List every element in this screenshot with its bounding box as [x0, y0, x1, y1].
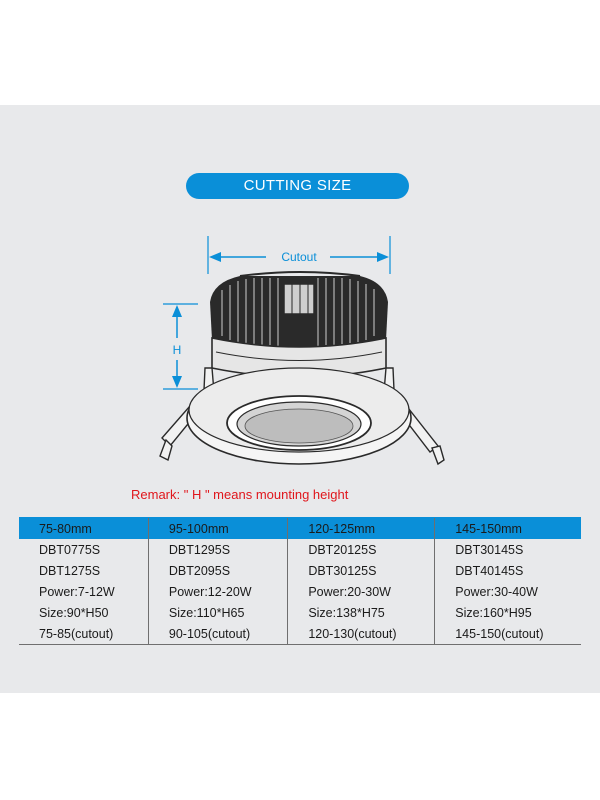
table-header-row: 75-80mm 95-100mm 120-125mm 145-150mm — [19, 517, 581, 539]
table-cell: 145-150(cutout) — [434, 623, 581, 645]
table-row: Size:90*H50 Size:110*H65 Size:138*H75 Si… — [19, 602, 581, 623]
heat-sink-icon — [210, 271, 388, 348]
table-cell: DBT30145S — [434, 539, 581, 560]
table-cell: Power:7-12W — [39, 584, 115, 599]
table-cell: Size:90*H50 — [39, 605, 109, 620]
remark-text: Remark: " H " means mounting height — [131, 487, 349, 502]
table-row: 75-85(cutout) 90-105(cutout) 120-130(cut… — [19, 623, 581, 645]
table-cell: Power:30-40W — [434, 581, 581, 602]
table-cell: DBT2095S — [147, 560, 288, 581]
column-header: 120-125mm — [287, 517, 435, 539]
table-cell: 120-130(cutout) — [287, 623, 435, 645]
table-cell: DBT0775S — [39, 542, 101, 557]
table-cell: DBT30125S — [287, 560, 435, 581]
table-row: Power:7-12W Power:12-20W Power:20-30W Po… — [19, 581, 581, 602]
table-row: DBT1275S DBT2095S DBT30125S DBT40145S — [19, 560, 581, 581]
table-cell: Power:12-20W — [147, 581, 288, 602]
table-cell: 75-85(cutout) — [19, 623, 149, 645]
table-cell: Size:138*H75 — [287, 602, 435, 623]
table-cell: Power:20-30W — [287, 581, 435, 602]
table-cell: Size:110*H65 — [147, 602, 288, 623]
table-row: DBT0775S DBT1295S DBT20125S DBT30145S — [19, 539, 581, 560]
table-cell: DBT40145S — [434, 560, 581, 581]
column-header: 75-80mm — [19, 517, 149, 539]
spec-table: 75-80mm 95-100mm 120-125mm 145-150mm DBT… — [19, 517, 581, 645]
trim-ring — [186, 367, 412, 465]
table-cell: Size:160*H95 — [434, 602, 581, 623]
table-cell: 90-105(cutout) — [147, 623, 288, 645]
table-cell: DBT1275S — [39, 563, 101, 578]
section-title: CUTTING SIZE — [186, 173, 409, 199]
table-cell: DBT20125S — [287, 539, 435, 560]
cutout-dimension: Cutout — [207, 236, 391, 274]
column-header: 145-150mm — [434, 517, 581, 539]
height-label: H — [173, 343, 182, 357]
height-dimension: H — [163, 303, 198, 390]
column-header: 95-100mm — [147, 517, 288, 539]
cutout-label: Cutout — [281, 250, 317, 264]
table-cell: DBT1295S — [147, 539, 288, 560]
